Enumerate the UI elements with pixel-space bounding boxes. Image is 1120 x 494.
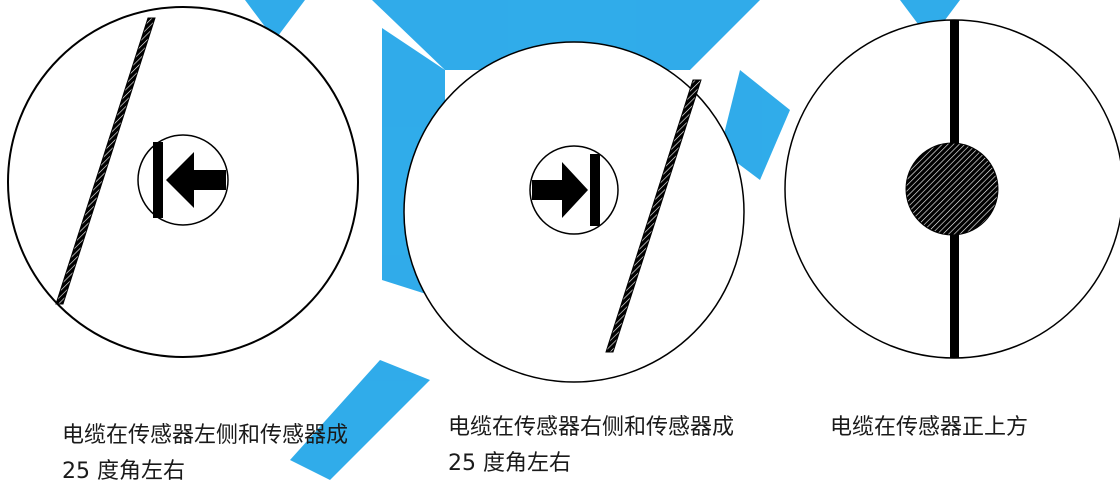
- arrow-left-icon: [166, 152, 226, 208]
- panel-left: [7, 6, 359, 358]
- panel-right: [403, 41, 745, 383]
- sensor-disk: [905, 142, 999, 236]
- sensor-bar: [153, 142, 163, 218]
- sensor-bar: [590, 154, 600, 226]
- caption-left: 电缆在传感器左侧和传感器成 25 度角左右: [62, 423, 349, 484]
- cable: [605, 79, 702, 353]
- cable: [55, 17, 156, 305]
- caption-top: 电缆在传感器正上方: [830, 415, 1029, 440]
- caption-right: 电缆在传感器右侧和传感器成 25 度角左右: [448, 415, 735, 476]
- arrow-right-icon: [532, 162, 588, 218]
- panel-top: [784, 19, 1120, 359]
